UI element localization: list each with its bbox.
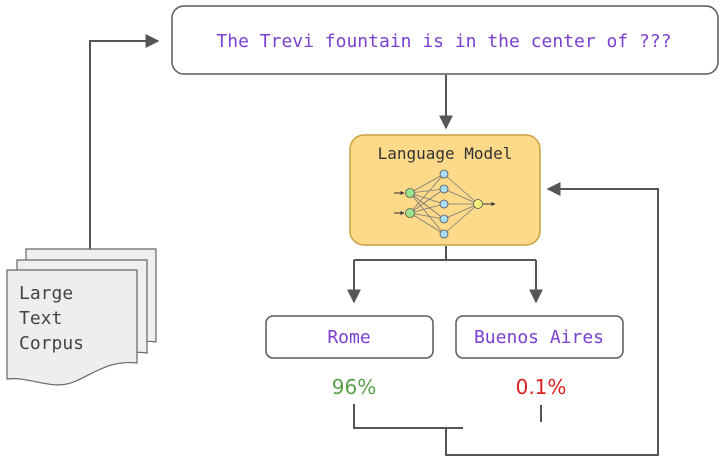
language-model-box: Language Model — [349, 134, 541, 246]
feedback-loop-arrow — [445, 182, 659, 456]
document-stack-icon: Large Text Corpus — [6, 248, 157, 386]
output-label-rome: Rome — [327, 327, 370, 348]
language-model-label: Language Model — [378, 144, 513, 163]
corpus-line-2: Text — [19, 308, 62, 329]
model-to-outputs-arrows — [354, 246, 536, 261]
corpus-line-1: Large — [19, 283, 73, 304]
output-label-buenos-aires: Buenos Aires — [474, 327, 604, 348]
output-box-buenos-aires: Buenos Aires — [455, 315, 624, 359]
corpus-line-3: Corpus — [19, 333, 84, 354]
probability-rome: 96% — [332, 375, 376, 399]
feedback-line-rome — [353, 404, 463, 429]
prompt-box: The Trevi fountain is in the center of ?… — [171, 5, 719, 75]
corpus-to-prompt-arrow — [89, 34, 160, 250]
probability-buenos-aires: 0.1% — [516, 375, 567, 399]
prompt-text: The Trevi fountain is in the center of ?… — [216, 31, 671, 52]
output-box-rome: Rome — [265, 315, 434, 359]
neural-network-icon — [394, 169, 496, 239]
